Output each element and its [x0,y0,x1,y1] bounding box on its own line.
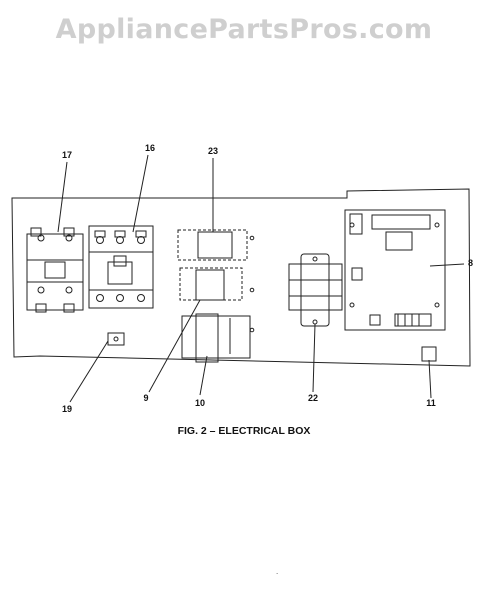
part-16-contactor [88,225,154,309]
leader-10 [199,355,208,396]
leader-16 [132,154,149,233]
part-10-transformer [181,313,255,363]
callout-17: 17 [62,150,72,160]
leader-11 [428,359,432,399]
leader-8 [429,263,465,267]
part-22-transformer [288,253,343,327]
part-8-control-board [344,209,446,331]
part-17-contactor [26,227,84,313]
part-19-clip [107,332,125,346]
callout-9: 9 [143,393,148,403]
electrical-box-outline [11,188,471,367]
leader-19 [69,340,109,403]
part-11-block [421,346,437,362]
part-23-relay [177,229,255,301]
callout-23: 23 [208,146,218,156]
watermark-logo: AppliancePartsPros.com [55,14,433,45]
callout-11: 11 [426,398,436,408]
stray-mark: . [276,567,279,576]
leader-9 [148,299,201,393]
callout-10: 10 [195,398,205,408]
callout-22: 22 [308,393,318,403]
figure-caption: FIG. 2 – ELECTRICAL BOX [177,425,311,437]
callout-16: 16 [145,143,155,153]
callout-8: 8 [468,258,473,268]
callout-19: 19 [62,404,72,414]
leader-17 [57,161,68,233]
leader-22 [312,323,316,393]
